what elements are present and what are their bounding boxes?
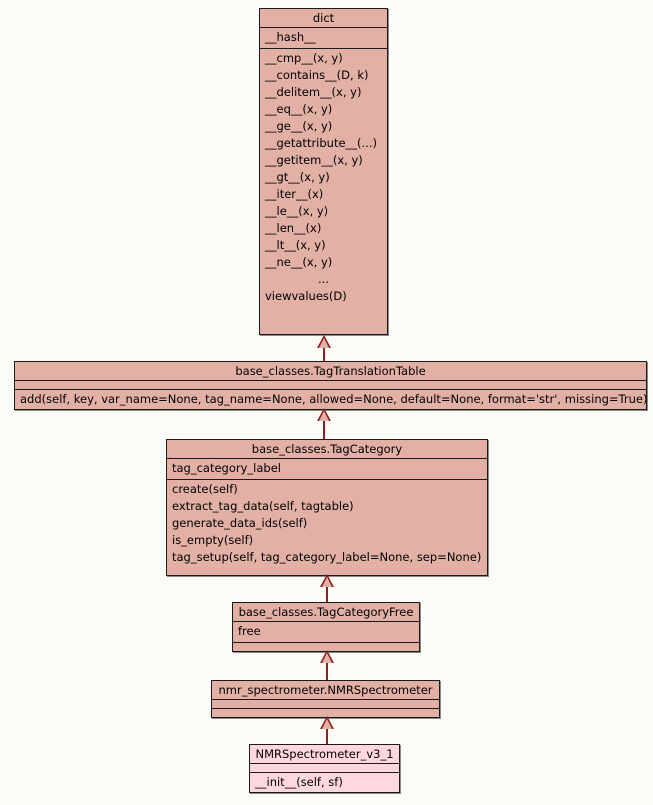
class-attribute: tag_category_label [172, 461, 281, 475]
class-title-dict: dict [260, 9, 387, 28]
class-title-tagtranslationtable: base_classes.TagTranslationTable [15, 362, 646, 381]
class-method: __gt__(x, y) [265, 170, 330, 184]
class-method: __ne__(x, y) [265, 255, 333, 269]
class-box-nmrspectrometer[interactable]: nmr_spectrometer.NMRSpectrometer [211, 680, 440, 718]
class-title-nmrspectrometerv31: NMRSpectrometer_v3_1 [250, 745, 399, 764]
class-box-tagcategoryfree[interactable]: base_classes.TagCategoryFree free [232, 602, 420, 652]
class-method: __contains__(D, k) [265, 68, 369, 82]
inheritance-arrow-fill-icon [322, 653, 332, 663]
class-method: create(self) [172, 482, 238, 496]
class-box-tagtranslationtable[interactable]: base_classes.TagTranslationTable add(sel… [14, 361, 647, 410]
class-attributes-tagtranslationtable [15, 381, 646, 390]
class-attributes-tagcategory: tag_category_label [167, 459, 487, 480]
inheritance-arrow-fill-icon [319, 338, 329, 348]
class-method: viewvalues(D) [265, 289, 347, 303]
inheritance-edge-tagcategory-tagtranslationtable [316, 408, 332, 439]
class-method: __eq__(x, y) [265, 102, 333, 116]
edge-line [323, 421, 325, 439]
class-methods-dict: __cmp__(x, y) __contains__(D, k) __delit… [260, 49, 387, 307]
class-method: __init__(self, sf) [255, 775, 343, 789]
inheritance-edge-tagcategoryfree-tagcategory [319, 574, 335, 603]
class-method: __lt__(x, y) [265, 238, 326, 252]
class-methods-nmrspectrometerv31: __init__(self, sf) [250, 773, 399, 793]
class-box-nmrspectrometerv31[interactable]: NMRSpectrometer_v3_1 __init__(self, sf) [249, 744, 400, 793]
inheritance-arrow-fill-icon [322, 577, 332, 587]
class-method: __cmp__(x, y) [265, 51, 343, 65]
inheritance-arrow-fill-icon [319, 411, 329, 421]
edge-line [323, 346, 325, 361]
class-box-dict[interactable]: dict __hash__ __cmp__(x, y) __contains__… [259, 8, 388, 335]
class-title-tagcategoryfree: base_classes.TagCategoryFree [233, 603, 419, 622]
class-method: __delitem__(x, y) [265, 85, 362, 99]
class-method: is_empty(self) [172, 533, 254, 547]
class-method: generate_data_ids(self) [172, 516, 308, 530]
class-method-ellipsis: ... [318, 272, 329, 286]
class-title-tagcategory: base_classes.TagCategory [167, 440, 487, 459]
inheritance-arrow-fill-icon [322, 719, 332, 729]
class-attributes-dict: __hash__ [260, 28, 387, 49]
class-method: add(self, key, var_name=None, tag_name=N… [20, 392, 646, 406]
edge-line [326, 587, 328, 603]
inheritance-edge-nmrspectrometer-tagcategoryfree [319, 650, 335, 680]
class-method: tag_setup(self, tag_category_label=None,… [172, 550, 482, 564]
class-attributes-nmrspectrometer [212, 700, 439, 709]
class-method: extract_tag_data(self, tagtable) [172, 499, 354, 513]
inheritance-edge-nmrspectrometerv31-nmrspectrometer [319, 716, 335, 745]
class-method: __iter__(x) [265, 187, 324, 201]
class-attribute: free [238, 624, 261, 638]
class-attributes-nmrspectrometerv31 [250, 764, 399, 773]
class-attributes-tagcategoryfree: free [233, 622, 419, 643]
class-method: __getattribute__(...) [265, 136, 377, 150]
class-methods-tagcategory: create(self) extract_tag_data(self, tagt… [167, 480, 487, 568]
inheritance-edge-tagtranslationtable-dict [316, 335, 332, 361]
class-method: __ge__(x, y) [265, 119, 333, 133]
class-title-nmrspectrometer: nmr_spectrometer.NMRSpectrometer [212, 681, 439, 700]
class-methods-tagtranslationtable: add(self, key, var_name=None, tag_name=N… [15, 390, 646, 410]
edge-line [326, 663, 328, 680]
edge-line [326, 729, 328, 745]
class-attribute: __hash__ [265, 30, 316, 44]
class-box-tagcategory[interactable]: base_classes.TagCategory tag_category_la… [166, 439, 488, 576]
class-method: __le__(x, y) [265, 204, 329, 218]
class-method: __getitem__(x, y) [265, 153, 363, 167]
class-method: __len__(x) [265, 221, 322, 235]
